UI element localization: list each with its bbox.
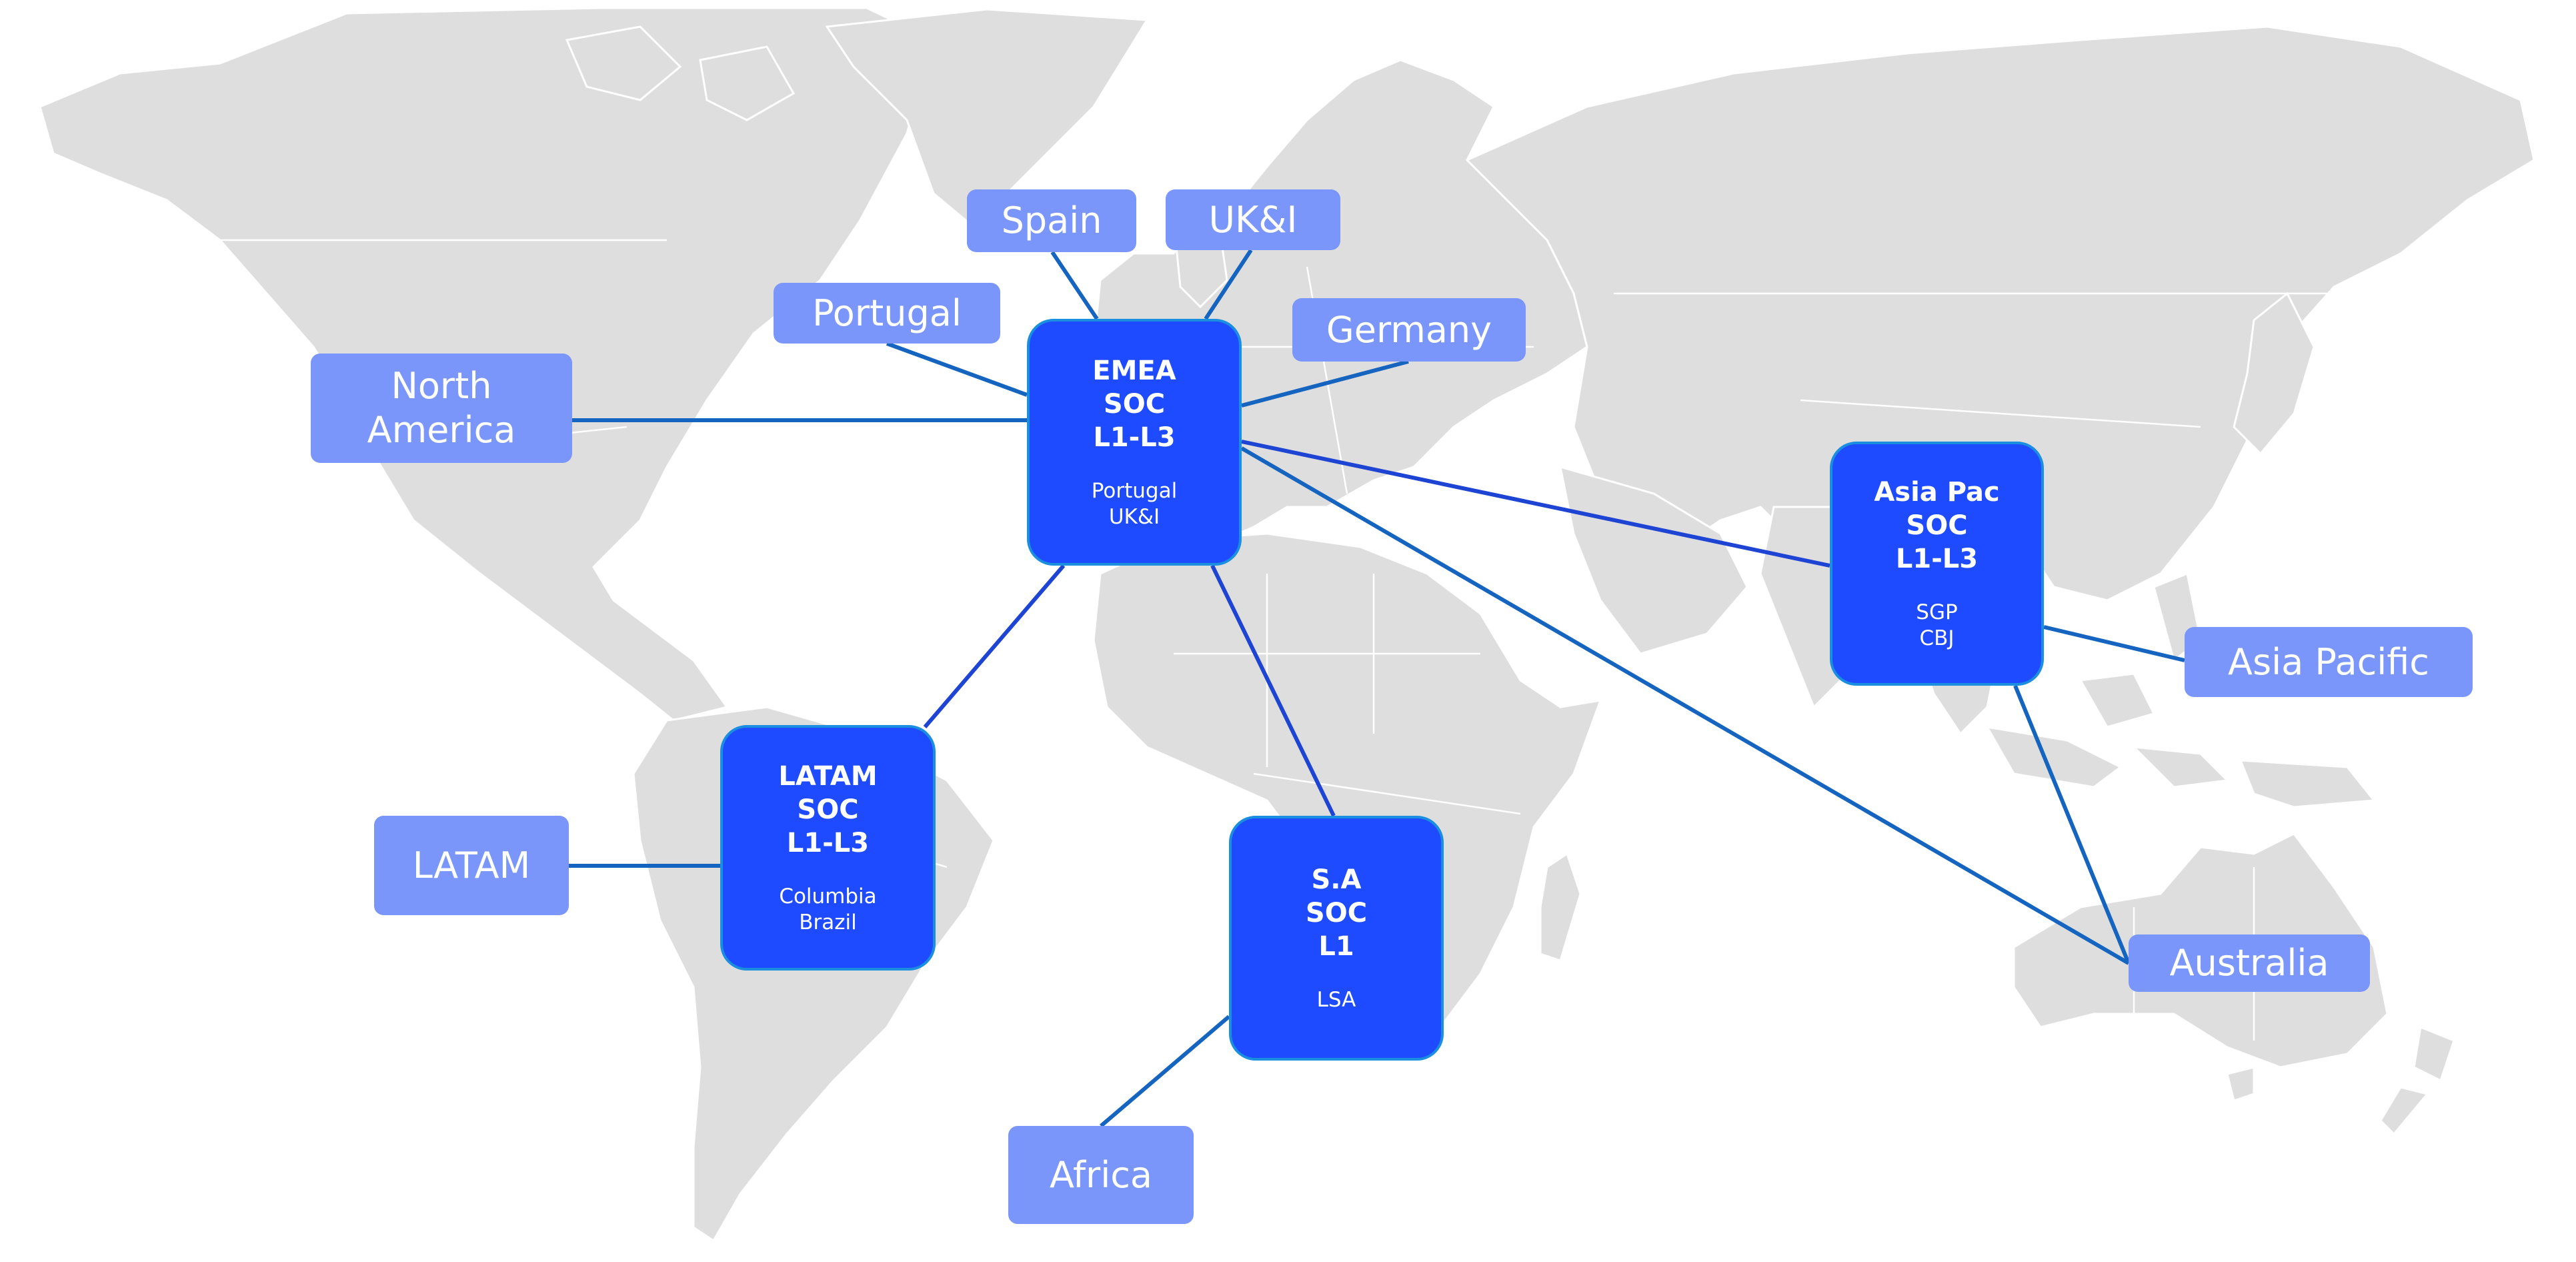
hub-emea-soc: EMEA SOC L1-L3 Portugal UK&I: [1027, 319, 1242, 566]
hub-apac-soc: Asia Pac SOC L1-L3 SGP CBJ: [1830, 442, 2044, 686]
hub-apac-sites: SGP CBJ: [1916, 600, 1958, 650]
region-label-spain: Spain: [967, 189, 1136, 252]
connector-emea-uki: [1204, 249, 1253, 320]
hub-sa-sites: LSA: [1316, 988, 1356, 1012]
region-label-africa: Africa: [1008, 1126, 1194, 1224]
region-label-portugal: Portugal: [774, 283, 1000, 344]
region-label-germany: Germany: [1292, 298, 1526, 362]
connector-emea-australia: [1240, 446, 2130, 965]
region-label-uki: UK&I: [1166, 189, 1340, 250]
region-label-australia: Australia: [2129, 934, 2370, 992]
region-label-asia-pacific: Asia Pacific: [2185, 627, 2473, 697]
connector-lines: [569, 249, 2185, 1128]
africa-landmass: [1092, 532, 1602, 1055]
connector-emea-spain: [1050, 251, 1099, 320]
connector-sa-africa: [1100, 1015, 1230, 1128]
region-label-north-america: North America: [311, 354, 572, 463]
connector-emea-latam: [923, 564, 1066, 728]
connector-emea-portugal: [886, 342, 1028, 397]
connector-apac-australia: [2013, 684, 2131, 965]
hub-latam-sites: Columbia Brazil: [779, 884, 877, 934]
connector-apac-asia-pacific: [2043, 625, 2185, 662]
hub-latam-soc: LATAM SOC L1-L3 Columbia Brazil: [720, 725, 936, 971]
hub-latam-title: LATAM SOC L1-L3: [778, 761, 878, 858]
hub-emea-title: EMEA SOC L1-L3: [1092, 356, 1176, 453]
connector-emea-sa: [1210, 564, 1336, 817]
connector-emea-germany: [1241, 360, 1409, 408]
hub-apac-title: Asia Pac SOC L1-L3: [1874, 477, 2000, 574]
connector-emea-apac: [1241, 440, 1830, 568]
hub-sa-title: S.A SOC L1: [1305, 864, 1368, 962]
hub-emea-sites: Portugal UK&I: [1091, 479, 1178, 529]
hub-sa-soc: S.A SOC L1 LSA: [1229, 816, 1444, 1061]
region-label-latam: LATAM: [374, 816, 569, 915]
